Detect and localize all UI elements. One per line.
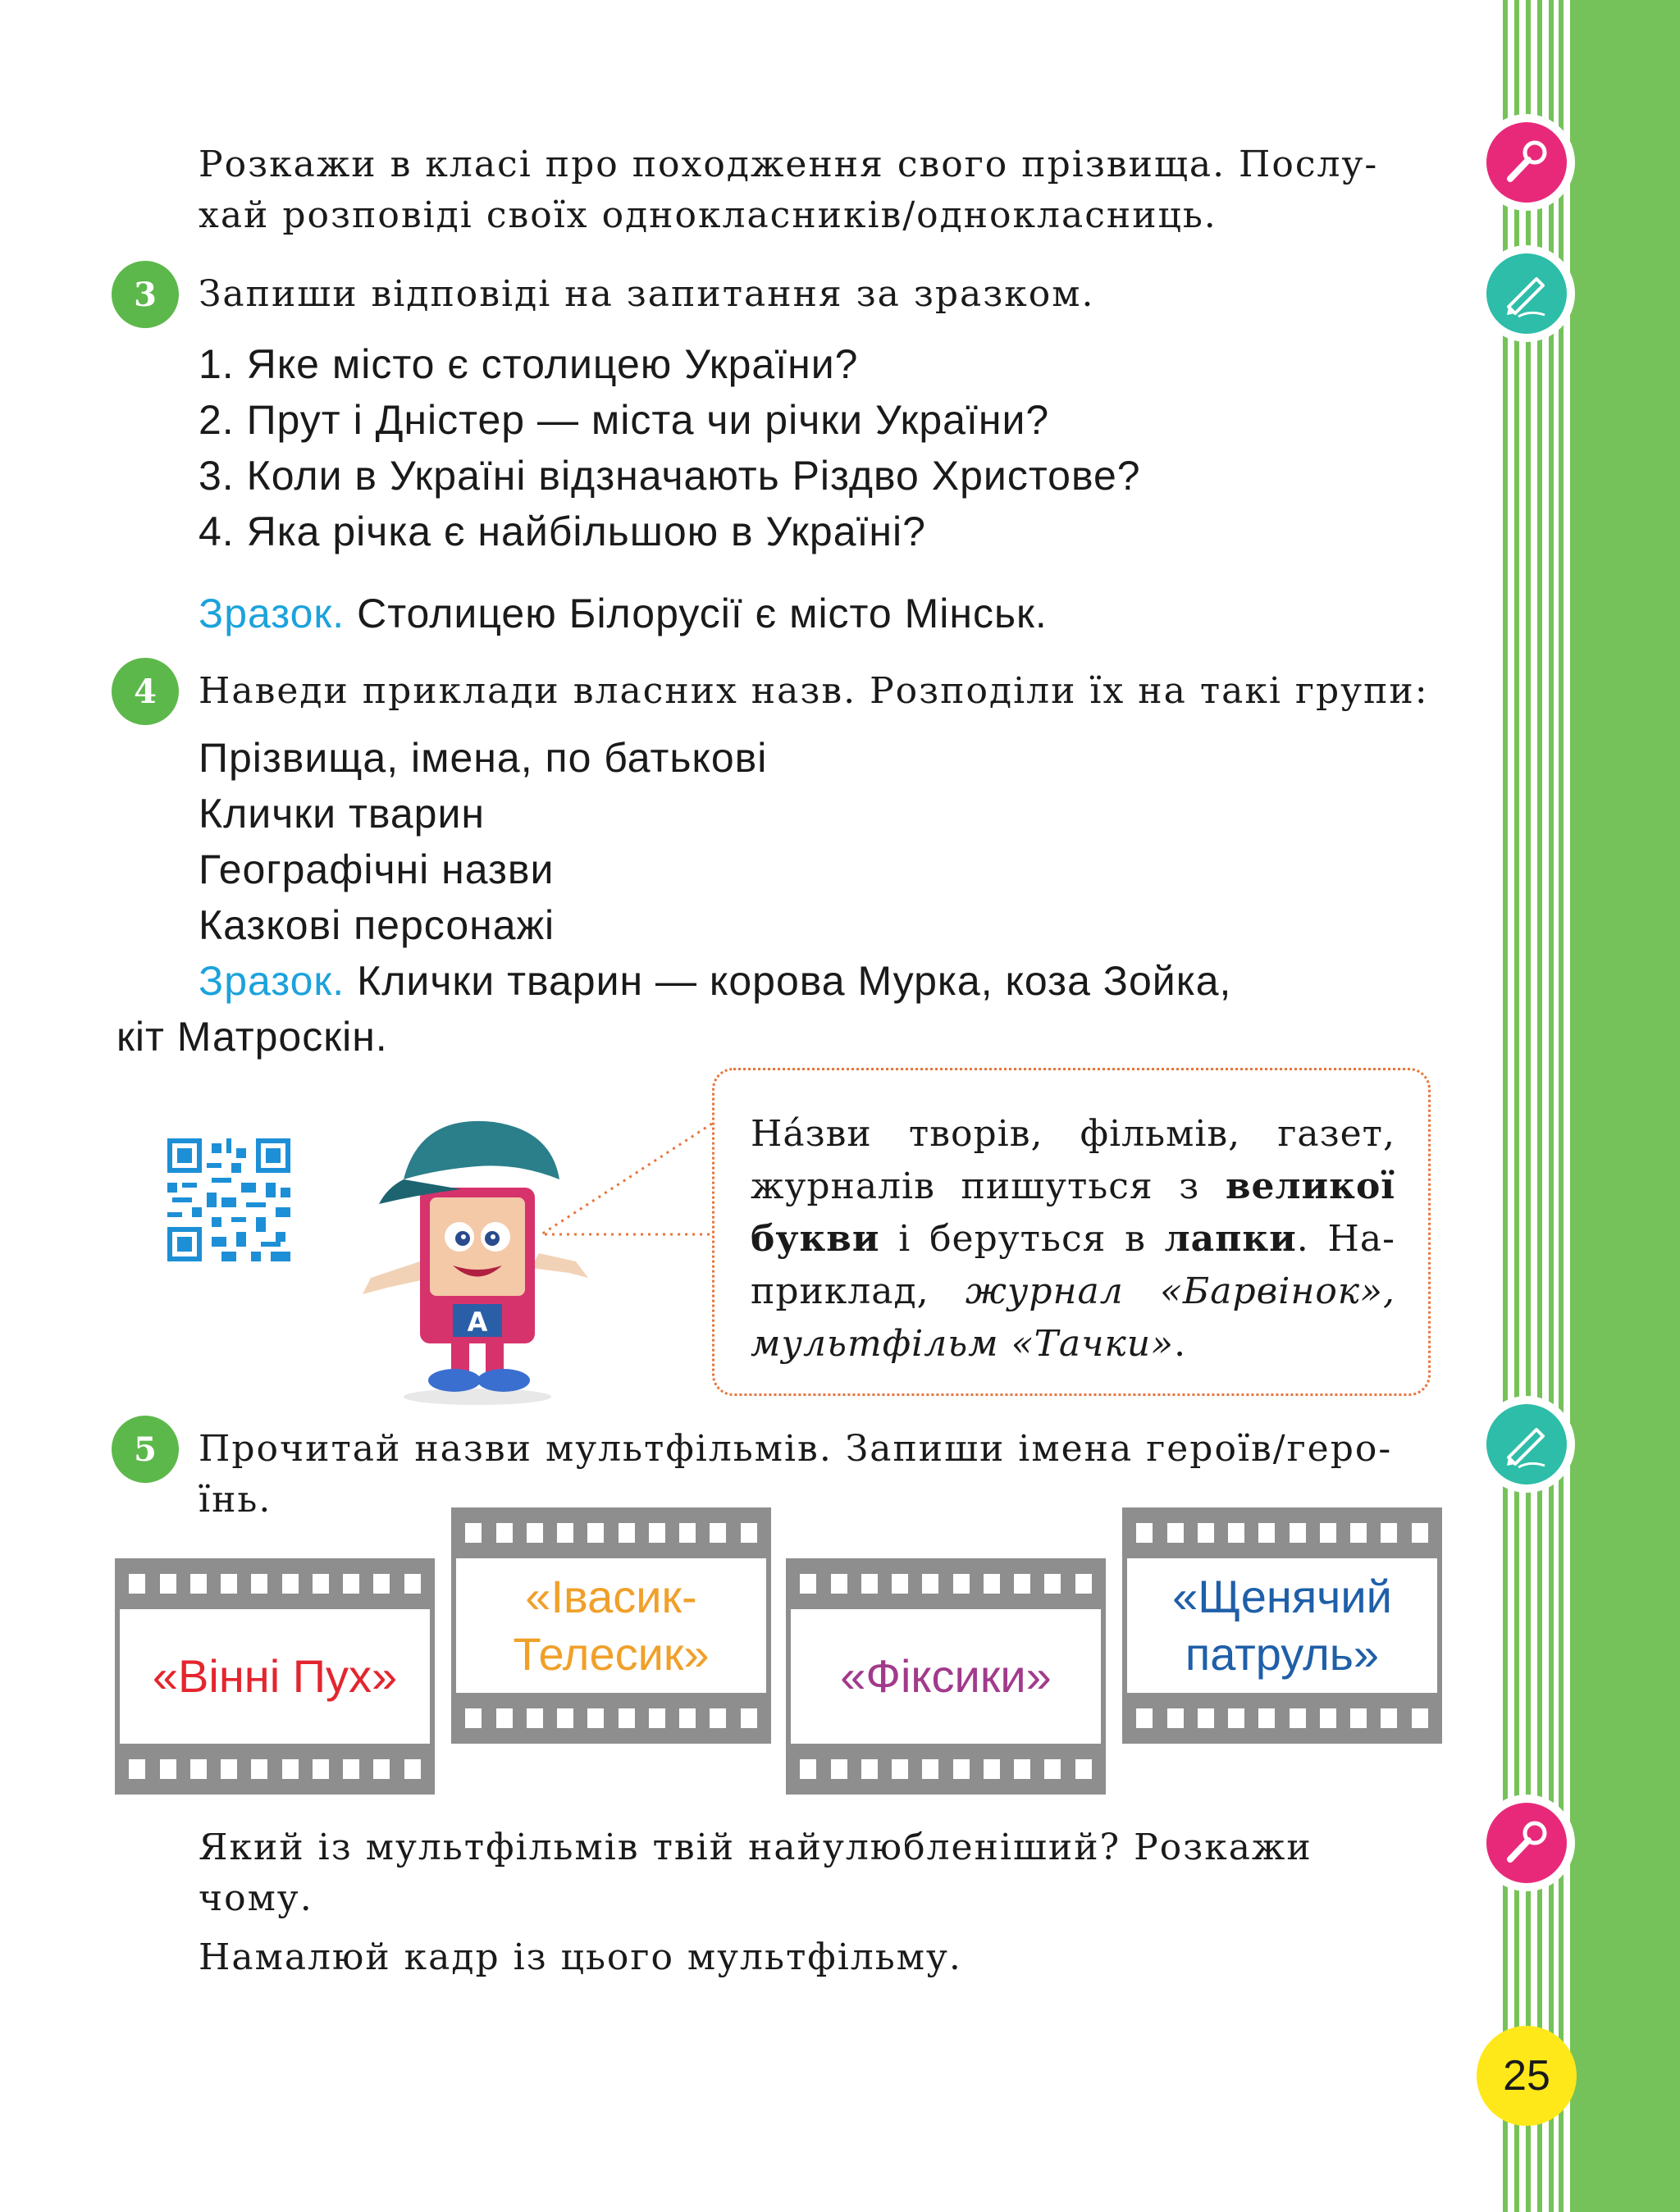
film-title: «Івасик-Телесик» [513, 1571, 710, 1680]
question-item: 2. Прут і Дністер — міста чи річки Украї… [199, 397, 1050, 443]
sample-label: Зразок. [199, 591, 345, 636]
task3-questions: 1. Яке місто є столицею України? 2. Прут… [199, 336, 1442, 559]
sample-text: Клички тварин — корова Мурка, коза Зойка… [345, 958, 1232, 1004]
closing-line: Намалюй кадр із цього мультфільму. [199, 1936, 962, 1978]
instruction-line: їнь. [199, 1479, 272, 1521]
group-item: Географічні назви [199, 846, 555, 892]
film-title: «Фіксики» [840, 1650, 1052, 1702]
film-card-ivasyk-telesyk: «Івасик-Телесик» [451, 1507, 771, 1744]
question-item: 4. Яка річка є найбільшою в Україні? [199, 509, 926, 554]
sample-label: Зразок. [199, 958, 345, 1004]
rule-example: журнал «Барвінок», мультфільм «Тачки» [751, 1270, 1395, 1365]
task3-sample: Зразок. Столицею Білорусії є місто Мінсь… [199, 586, 1442, 641]
task-number-4: 4 [112, 658, 179, 725]
rule-text: і беруться в [879, 1218, 1165, 1260]
group-item: Прізвища, імена, по батькові [199, 735, 768, 781]
mascot-letter: А [468, 1307, 488, 1338]
question-item: 3. Коли в Україні відзначають Різдво Хри… [199, 453, 1141, 499]
task-number-3: 3 [112, 261, 179, 328]
film-card-fiksyky: «Фіксики» [786, 1558, 1106, 1795]
writing-badge [1481, 249, 1572, 339]
rule-text: . На- приклад, [751, 1218, 1395, 1312]
qr-code[interactable] [167, 1138, 290, 1261]
intro-line: Розкажи в класі про походження свого прі… [199, 144, 1379, 185]
film-card-paw-patrol: «Щенячий патруль» [1122, 1507, 1442, 1744]
group-item: Клички тварин [199, 791, 486, 837]
speaking-badge-2 [1481, 1798, 1572, 1888]
task4-groups: Прізвища, імена, по батькові Клички твар… [199, 730, 1442, 953]
question-item: 1. Яке місто є столицею України? [199, 341, 859, 387]
film-title: «Щенячий патруль» [1172, 1571, 1392, 1680]
book-mascot-illustration: А [363, 1120, 588, 1405]
closing-line: Який із мультфільмів твій найулюбленіший… [199, 1827, 1312, 1868]
pencil-hand-icon [1507, 1428, 1545, 1469]
instruction-line: Прочитай назви мультфільмів. Запиши імен… [199, 1428, 1393, 1470]
task4-instruction: Наведи приклади власних назв. Розподіли … [199, 670, 1429, 712]
rule-box: Нáзви творів, фільмів, газет, журналів п… [712, 1068, 1431, 1396]
pencil-hand-icon [1507, 277, 1545, 318]
intro-line: хай розповіді своїх однокласників/однокл… [199, 194, 1217, 236]
microphone-icon [1507, 140, 1547, 182]
speaking-badge [1481, 117, 1572, 208]
film-card-vinni-pukh: «Вінні Пух» [115, 1558, 435, 1795]
task5-instruction: Прочитай назви мультфільмів. Запиши імен… [199, 1424, 1442, 1526]
rule-text: . [1174, 1323, 1187, 1365]
rule-bold-quotes: лапки [1164, 1218, 1297, 1260]
closing-paragraph: Який із мультфільмів твій найулюбленіший… [199, 1822, 1442, 1983]
speech-pointer [536, 1122, 713, 1236]
rule-bold-capital: великої букви [751, 1165, 1395, 1260]
task-number-5: 5 [112, 1416, 179, 1483]
microphone-icon [1507, 1821, 1547, 1863]
closing-line: чому. [199, 1877, 313, 1919]
task3-instruction: Запиши відповіді на запитання за зразком… [199, 273, 1095, 315]
group-item: Казкові персонажі [199, 902, 555, 948]
right-decorative-band [1503, 0, 1680, 2212]
intro-paragraph: Розкажи в класі про походження свого прі… [199, 139, 1442, 241]
rule-text: Нáзви творів, фільмів, газет, журналів п… [751, 1113, 1395, 1207]
film-title: «Вінні Пух» [152, 1650, 398, 1702]
task4-sample-continued: кіт Матроскін. [116, 1014, 388, 1060]
writing-badge-2 [1481, 1399, 1572, 1489]
task4-sample: Зразок. Клички тварин — корова Мурка, ко… [199, 953, 1442, 1009]
page-number: 25 [1477, 2026, 1577, 2126]
sample-text: Столицею Білорусії є місто Мінськ. [345, 591, 1048, 636]
